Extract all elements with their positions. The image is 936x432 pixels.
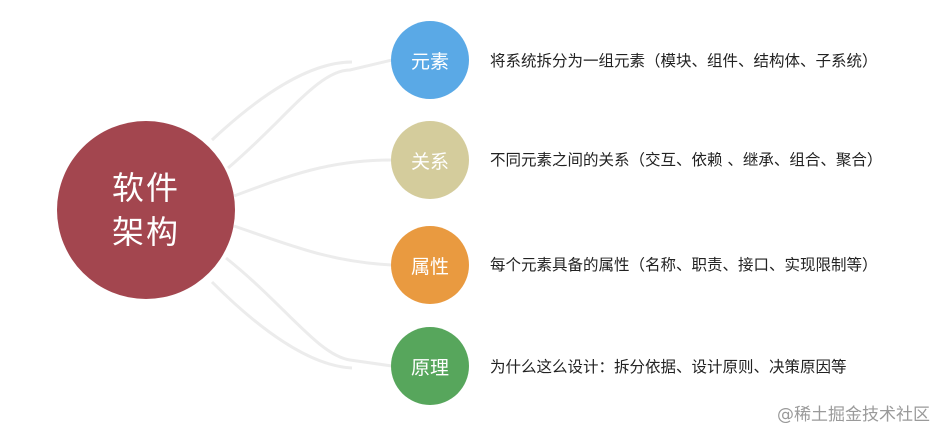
- branch-node-relations: 关系: [391, 121, 469, 199]
- connector-relations: [233, 158, 393, 198]
- branch-node-principles: 原理: [391, 327, 469, 405]
- branch-node-elements: 元素: [391, 21, 469, 99]
- connector-principles-outer: [210, 280, 353, 370]
- branch-description-attributes: 每个元素具备的属性（名称、职责、接口、实现限制等）: [490, 256, 878, 274]
- branch-label-principles: 原理: [410, 356, 449, 379]
- connector-elements: [227, 58, 393, 170]
- connector-elements-outer: [210, 60, 353, 142]
- central-node-label-line2: 架构: [111, 213, 180, 251]
- watermark-text: @稀土掘金技术社区: [777, 405, 930, 425]
- branch-label-attributes: 属性: [410, 255, 449, 278]
- branch-label-relations: 关系: [410, 150, 449, 173]
- central-node-label-line1: 软件: [111, 169, 180, 207]
- connector-attributes: [233, 224, 393, 267]
- branch-label-elements: 元素: [410, 50, 449, 73]
- central-node-software-architecture: 软件 架构: [57, 121, 235, 299]
- connector-principles: [225, 256, 393, 368]
- branch-description-relations: 不同元素之间的关系（交互、依赖 、继承、组合、聚合）: [490, 151, 883, 169]
- branch-node-attributes: 属性: [391, 226, 469, 304]
- branch-description-elements: 将系统拆分为一组元素（模块、组件、结构体、子系统）: [490, 52, 878, 70]
- branch-description-principles: 为什么这么设计：拆分依据、设计原则、决策原因等: [490, 358, 847, 376]
